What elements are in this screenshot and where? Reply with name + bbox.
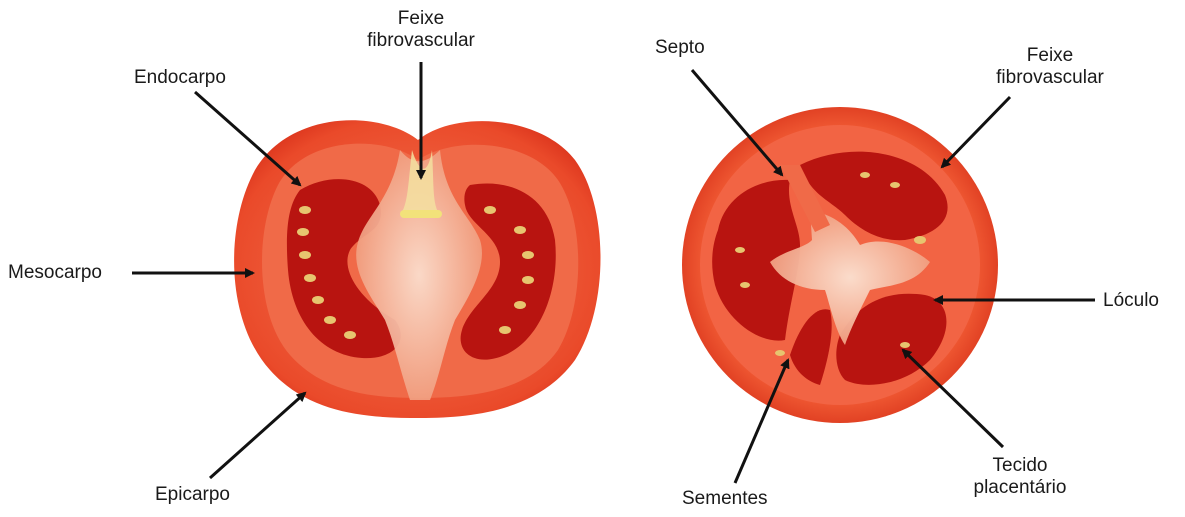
- seed: [860, 172, 870, 178]
- label-line: Feixe: [356, 8, 486, 30]
- label-tecido-placentario: Tecido placentário: [960, 455, 1080, 499]
- label-line: Feixe: [985, 45, 1115, 67]
- label-mesocarpo: Mesocarpo: [8, 262, 102, 284]
- vascular-spot: [400, 210, 442, 218]
- seed: [299, 206, 311, 214]
- label-sementes: Sementes: [682, 488, 768, 510]
- label-septo: Septo: [655, 37, 705, 59]
- seed: [514, 226, 526, 234]
- seed: [740, 282, 750, 288]
- seed: [324, 316, 336, 324]
- label-endocarpo: Endocarpo: [134, 67, 226, 89]
- seed: [900, 342, 910, 348]
- label-loculo: Lóculo: [1103, 290, 1159, 312]
- arrow-epicarpo: [210, 393, 305, 478]
- tomato-longitudinal-section: [234, 120, 600, 418]
- seed: [775, 350, 785, 356]
- seed: [735, 247, 745, 253]
- seed: [499, 326, 511, 334]
- seed: [914, 236, 926, 244]
- arrow-feixe-right: [942, 97, 1010, 167]
- label-line: placentário: [960, 477, 1080, 499]
- label-feixe-fibrovascular-right: Feixe fibrovascular: [985, 45, 1115, 89]
- seed: [890, 182, 900, 188]
- seed: [304, 274, 316, 282]
- seed: [312, 296, 324, 304]
- seed: [344, 331, 356, 339]
- label-feixe-fibrovascular-left: Feixe fibrovascular: [356, 8, 486, 52]
- label-epicarpo: Epicarpo: [155, 484, 230, 506]
- seed: [522, 251, 534, 259]
- label-line: fibrovascular: [356, 30, 486, 52]
- seed: [514, 301, 526, 309]
- label-line: Tecido: [960, 455, 1080, 477]
- seed: [297, 228, 309, 236]
- arrow-endocarpo: [195, 92, 300, 185]
- seed: [484, 206, 496, 214]
- label-line: fibrovascular: [985, 67, 1115, 89]
- seed: [522, 276, 534, 284]
- seed: [299, 251, 311, 259]
- tomato-transverse-section: [682, 107, 998, 423]
